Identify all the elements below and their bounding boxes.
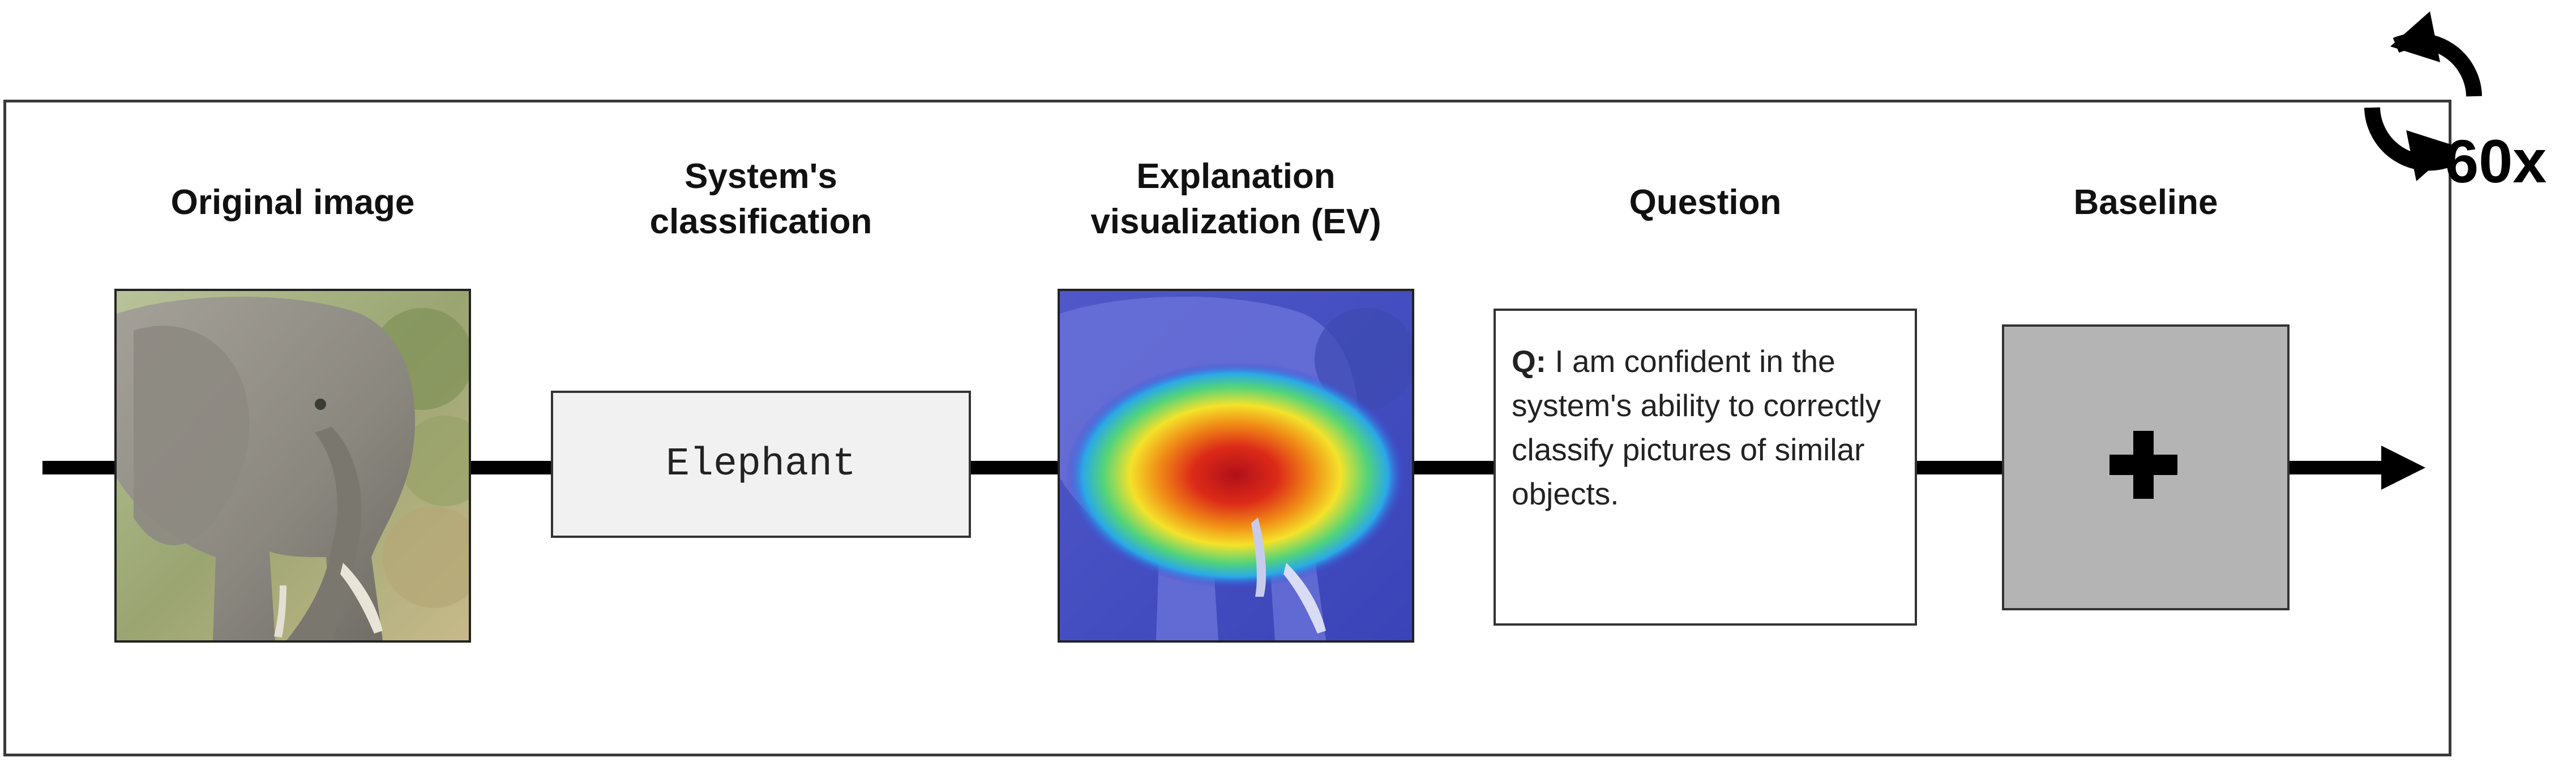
classification-label: Elephant [665, 442, 857, 487]
explanation-visualization-image [1058, 289, 1414, 643]
heatmap-overlay [1060, 291, 1412, 640]
heading-baseline: Baseline [2073, 183, 2218, 222]
heading-explanation-visualization: Explanation visualization (EV) [1090, 157, 1381, 241]
heading-question: Question [1629, 183, 1782, 222]
repeat-count: 60x [2445, 127, 2547, 195]
baseline-box [2002, 324, 2290, 610]
question-statement: I am confident in the system's ability t… [1512, 344, 1881, 511]
heading-system-classification: System's classification [649, 157, 872, 241]
classification-box: Elephant [551, 391, 971, 538]
heading-original-image: Original image [170, 183, 415, 222]
session-frame [3, 100, 2451, 756]
original-image [114, 289, 471, 643]
plus-icon [2109, 431, 2177, 499]
repeat-cycle-icon [2364, 11, 2482, 181]
elephant-photo [117, 291, 469, 640]
question-box: Q: I am confident in the system's abilit… [1494, 309, 1917, 626]
question-prefix: Q: [1512, 344, 1547, 379]
arrow-right-icon [2381, 446, 2425, 490]
question-text: Q: I am confident in the system's abilit… [1512, 339, 1892, 516]
